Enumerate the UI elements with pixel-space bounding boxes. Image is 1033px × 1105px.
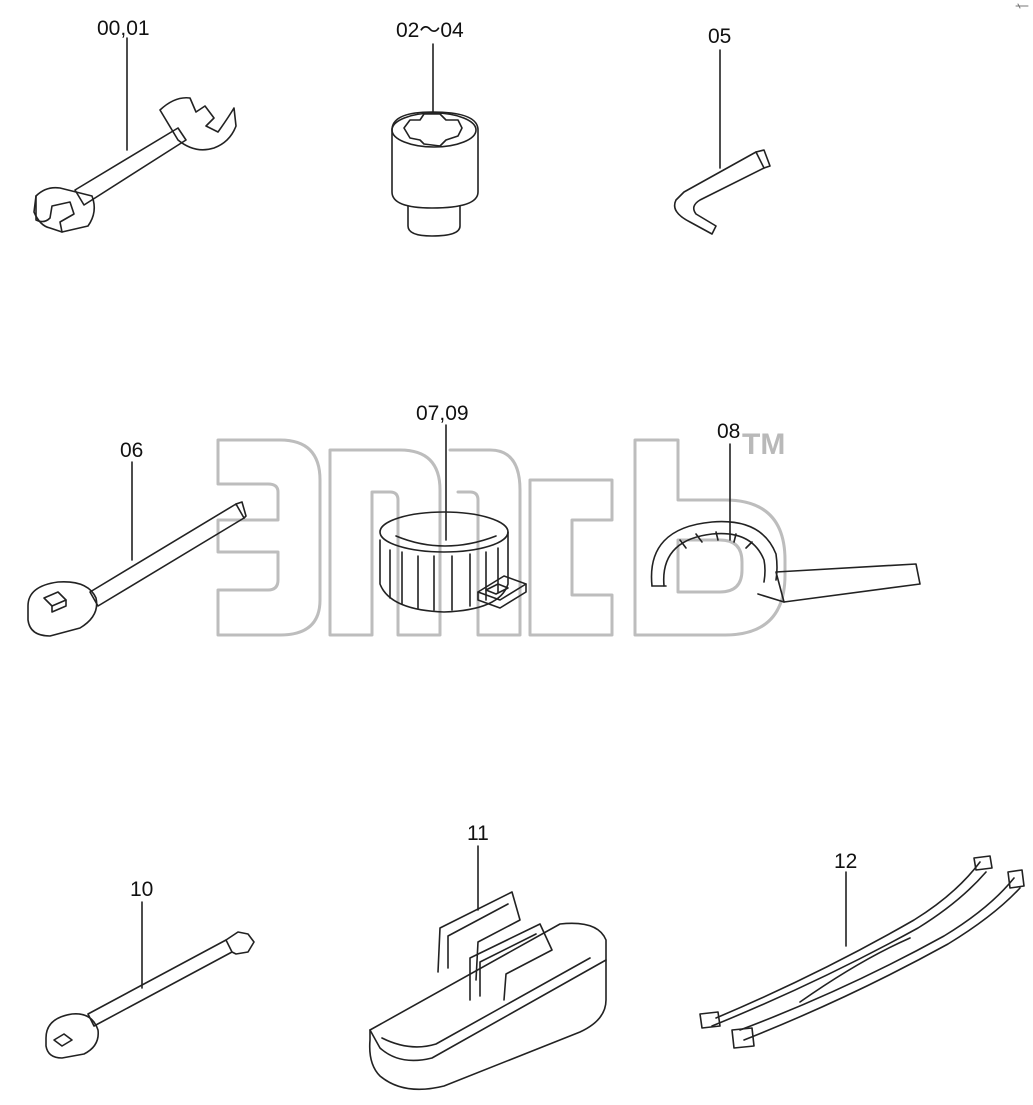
open-end-wrench-icon	[33, 37, 237, 233]
callout-00-01: 00,01	[97, 17, 150, 40]
socket-icon	[391, 43, 479, 237]
watermark-trademark: TM	[742, 428, 786, 461]
hex-key-icon	[673, 49, 771, 235]
hook-wrench-icon	[650, 443, 921, 603]
ratchet-icon	[27, 461, 247, 637]
callout-07-09: 07,09	[416, 402, 469, 425]
strap-icon	[699, 855, 1025, 1049]
callout-11: 11	[467, 822, 489, 845]
callout-02-04: 02～04	[396, 19, 464, 42]
callout-12: 12	[834, 850, 858, 873]
callout-10: 10	[130, 878, 154, 901]
callout-05: 05	[708, 25, 732, 48]
extension-bar-icon	[45, 901, 255, 1059]
corner-mark-icon	[1015, 3, 1029, 9]
tool-bag-icon	[368, 845, 607, 1091]
filter-wrench-icon	[379, 424, 527, 613]
watermark-logo	[216, 438, 787, 637]
callout-06: 06	[120, 439, 144, 462]
callout-08: 08	[717, 420, 741, 443]
